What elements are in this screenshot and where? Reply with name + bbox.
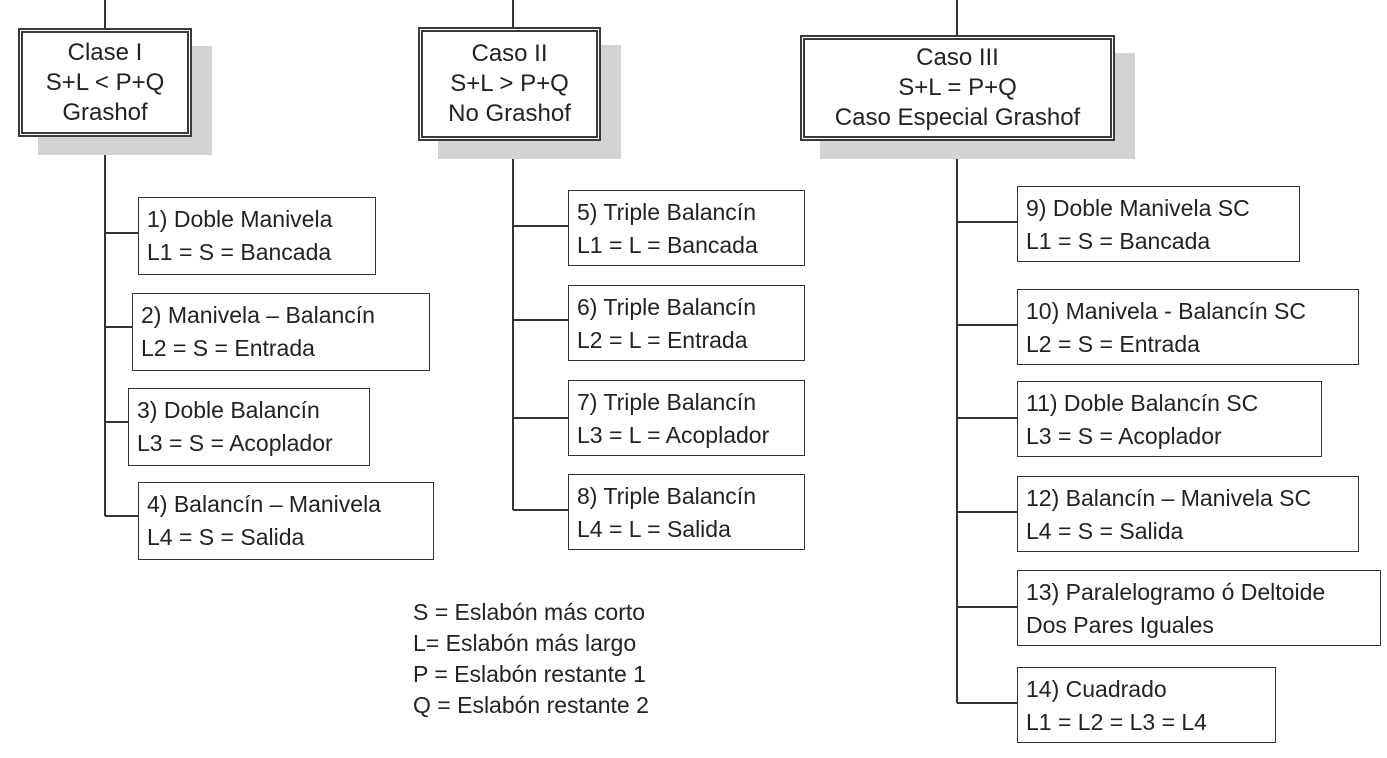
mechanism-box-12: 12) Balancín – Manivela SC L4 = S = Sali… <box>1017 476 1359 552</box>
mechanism-name: 1) Doble Manivela <box>147 206 333 232</box>
legend-item: S = Eslabón más corto <box>413 599 646 625</box>
mechanism-name: 12) Balancín – Manivela SC <box>1026 485 1312 511</box>
mechanism-box-8: 8) Triple Balancín L4 = L = Salida <box>568 474 805 550</box>
mechanism-box-4: 4) Balancín – Manivela L4 = S = Salida <box>138 482 434 560</box>
mechanism-condition: L2 = L = Entrada <box>577 327 748 353</box>
mechanism-name: 6) Triple Balancín <box>577 294 756 320</box>
mechanism-box-10: 10) Manivela - Balancín SC L2 = S = Entr… <box>1017 289 1359 365</box>
mechanism-condition: L2 = S = Entrada <box>141 335 315 361</box>
mechanism-condition: Dos Pares Iguales <box>1026 612 1214 638</box>
mechanism-name: 11) Doble Balancín SC <box>1026 390 1259 416</box>
legend: S = Eslabón más corto L= Eslabón más lar… <box>413 597 649 721</box>
mechanism-condition: L2 = S = Entrada <box>1026 331 1200 357</box>
legend-item: L= Eslabón más largo <box>413 630 637 656</box>
mechanism-box-11: 11) Doble Balancín SC L3 = S = Acoplador <box>1017 381 1322 457</box>
header-condition: S+L > P+Q <box>450 70 569 97</box>
class-1-header: Clase I S+L < P+Q Grashof <box>18 28 192 137</box>
case-2-header: Caso II S+L > P+Q No Grashof <box>418 27 601 141</box>
mechanism-condition: L1 = S = Bancada <box>147 239 332 265</box>
header-title: Caso III <box>916 44 999 71</box>
mechanism-condition: L3 = S = Acoplador <box>137 430 333 456</box>
mechanism-name: 3) Doble Balancín <box>137 397 320 423</box>
header-type: Caso Especial Grashof <box>834 104 1081 131</box>
legend-item: Q = Eslabón restante 2 <box>413 692 649 718</box>
mechanism-name: 7) Triple Balancín <box>577 389 756 415</box>
mechanism-condition: L1 = L = Bancada <box>577 232 758 258</box>
mechanism-name: 10) Manivela - Balancín SC <box>1026 298 1306 324</box>
mechanism-box-13: 13) Paralelogramo ó Deltoide Dos Pares I… <box>1017 570 1381 646</box>
mechanism-condition: L3 = L = Acoplador <box>577 422 770 448</box>
header-type: Grashof <box>62 98 148 126</box>
mechanism-name: 5) Triple Balancín <box>577 199 756 225</box>
header-title: Caso II <box>471 40 548 67</box>
mechanism-condition: L1 = L2 = L3 = L4 <box>1026 709 1207 735</box>
mechanism-name: 9) Doble Manivela SC <box>1026 195 1250 221</box>
mechanism-box-5: 5) Triple Balancín L1 = L = Bancada <box>568 190 805 266</box>
mechanism-box-3: 3) Doble Balancín L3 = S = Acoplador <box>128 388 370 466</box>
header-title: Clase I <box>67 38 143 66</box>
mechanism-name: 8) Triple Balancín <box>577 483 756 509</box>
header-type: No Grashof <box>448 100 571 127</box>
mechanism-name: 13) Paralelogramo ó Deltoide <box>1026 579 1326 605</box>
mechanism-condition: L4 = L = Salida <box>577 516 731 542</box>
mechanism-name: 4) Balancín – Manivela <box>147 491 381 517</box>
mechanism-box-6: 6) Triple Balancín L2 = L = Entrada <box>568 285 805 361</box>
header-condition: S+L = P+Q <box>898 74 1017 101</box>
header-condition: S+L < P+Q <box>45 68 165 96</box>
mechanism-name: 2) Manivela – Balancín <box>141 302 375 328</box>
mechanism-box-14: 14) Cuadrado L1 = L2 = L3 = L4 <box>1017 667 1276 743</box>
mechanism-box-7: 7) Triple Balancín L3 = L = Acoplador <box>568 380 805 456</box>
mechanism-condition: L3 = S = Acoplador <box>1026 423 1222 449</box>
mechanism-condition: L4 = S = Salida <box>147 524 305 550</box>
mechanism-condition: L4 = S = Salida <box>1026 518 1184 544</box>
mechanism-box-1: 1) Doble Manivela L1 = S = Bancada <box>138 197 376 275</box>
mechanism-name: 14) Cuadrado <box>1026 676 1167 702</box>
case-3-header: Caso III S+L = P+Q Caso Especial Grashof <box>800 35 1115 141</box>
mechanism-box-9: 9) Doble Manivela SC L1 = S = Bancada <box>1017 186 1300 262</box>
legend-item: P = Eslabón restante 1 <box>413 661 646 687</box>
mechanism-condition: L1 = S = Bancada <box>1026 228 1211 254</box>
mechanism-box-2: 2) Manivela – Balancín L2 = S = Entrada <box>132 293 430 371</box>
